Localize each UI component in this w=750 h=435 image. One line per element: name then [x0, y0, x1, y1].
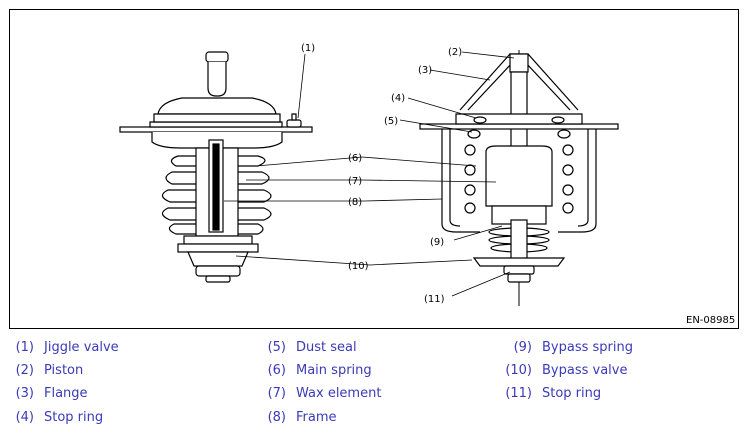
- leader-lines: [224, 51, 515, 297]
- figure-code: EN-08985: [686, 315, 735, 326]
- legend-label: Jiggle valve: [44, 340, 119, 355]
- legend-label: Frame: [296, 410, 337, 425]
- callout-11: (11): [424, 294, 445, 305]
- legend-label: Piston: [44, 363, 84, 378]
- legend-label: Stop ring: [44, 410, 104, 425]
- legend-item: (8) Frame: [252, 410, 337, 425]
- callout-8: (8): [348, 197, 362, 208]
- legend-item: (1) Jiggle valve: [0, 340, 119, 355]
- callout-7: (7): [348, 176, 362, 187]
- legend-num: (5): [267, 340, 286, 355]
- callout-2: (2): [448, 47, 462, 58]
- legend-num: (1): [15, 340, 34, 355]
- legend-num: (4): [15, 410, 34, 425]
- callout-3: (3): [418, 65, 432, 76]
- legend-label: Dust seal: [296, 340, 357, 355]
- legend-item: (9) Bypass spring: [498, 340, 633, 355]
- legend-item: (10) Bypass valve: [498, 363, 627, 378]
- legend-num: (8): [267, 410, 286, 425]
- legend-num: (9): [513, 340, 532, 355]
- legend-num: (3): [15, 386, 34, 401]
- legend-label: Bypass spring: [542, 340, 633, 355]
- legend-item: (2) Piston: [0, 363, 84, 378]
- legend-num: (11): [505, 386, 532, 401]
- legend-num: (6): [267, 363, 286, 378]
- legend-item: (3) Flange: [0, 386, 88, 401]
- legend-item: (4) Stop ring: [0, 410, 104, 425]
- callout-10: (10): [348, 261, 369, 272]
- legend-item: (5) Dust seal: [252, 340, 357, 355]
- parts-legend: (1) Jiggle valve (2) Piston (3) Flange (4) S…: [0, 337, 750, 433]
- right-thermostat: [419, 50, 619, 306]
- callout-labels: (1) (2) (3) (4) (5) (6) (7) (8) (9) (10)…: [301, 43, 735, 326]
- legend-label: Flange: [44, 386, 88, 401]
- callout-5: (5): [384, 116, 398, 127]
- legend-num: (7): [267, 386, 286, 401]
- legend-label: Main spring: [296, 363, 372, 378]
- legend-item: (7) Wax element: [252, 386, 382, 401]
- thermostat-diagram: (1) (2) (3) (4) (5) (6) (7) (8) (9) (10)…: [9, 9, 739, 329]
- legend-item: (6) Main spring: [252, 363, 372, 378]
- legend-num: (2): [15, 363, 34, 378]
- diagram-drawing: (1) (2) (3) (4) (5) (6) (7) (8) (9) (10)…: [119, 43, 735, 326]
- callout-4: (4): [391, 93, 405, 104]
- legend-label: Stop ring: [542, 386, 602, 401]
- legend-num: (10): [505, 363, 532, 378]
- callout-6: (6): [348, 153, 362, 164]
- left-thermostat: [119, 51, 313, 283]
- callout-1: (1): [301, 43, 315, 54]
- legend-label: Bypass valve: [542, 363, 628, 378]
- legend-label: Wax element: [296, 386, 382, 401]
- legend-item: (11) Stop ring: [498, 386, 601, 401]
- callout-9: (9): [430, 237, 444, 248]
